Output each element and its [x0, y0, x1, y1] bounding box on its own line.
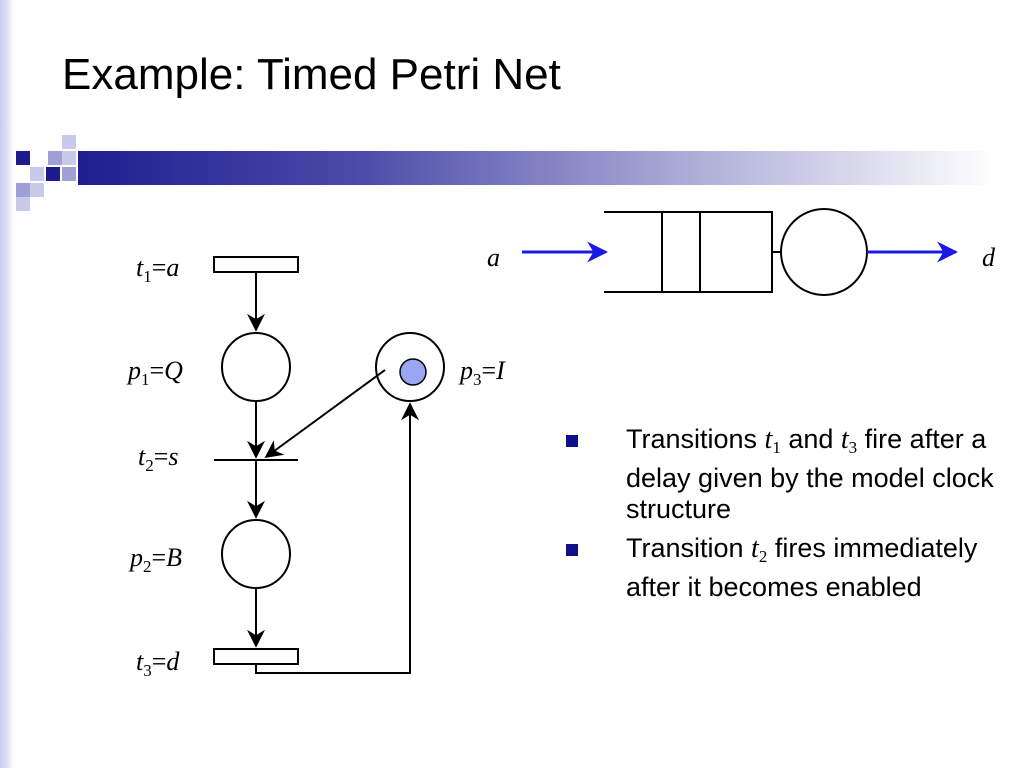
arrival-label: a [487, 243, 500, 272]
decor-square [16, 197, 30, 211]
left-accent-bar [0, 0, 14, 768]
transition-t3 [213, 648, 299, 665]
label-t1: t1=a [136, 253, 179, 286]
label-p1: p1=Q [126, 356, 183, 389]
bullet-item: Transition t2 fires immediately after it… [566, 533, 1018, 603]
departure-label: d [982, 243, 996, 272]
place-p1 [221, 332, 291, 402]
label-p2: p2=B [128, 543, 182, 576]
transition-t1 [213, 256, 299, 273]
decor-square [16, 183, 30, 197]
decor-square [62, 151, 76, 165]
place-p2 [221, 519, 291, 589]
bullet-list: Transitions t1 and t3 fire after a delay… [566, 424, 1018, 611]
decor-square [46, 167, 60, 181]
decor-square [30, 167, 44, 181]
bullet-text: Transitions t1 and t3 fire after a delay… [626, 424, 994, 524]
queue-server [780, 208, 868, 296]
label-t2: t2=s [138, 442, 179, 475]
queue-buffer [604, 211, 773, 293]
bullet-text: Transition t2 fires immediately after it… [626, 533, 978, 602]
decor-square [62, 167, 76, 181]
bullet-square-icon [566, 544, 578, 556]
decor-square [48, 151, 62, 165]
arc-p3-t2 [264, 369, 386, 459]
bullet-item: Transitions t1 and t3 fire after a delay… [566, 424, 1018, 525]
decor-square [16, 151, 30, 165]
arc-t3-p3 [255, 402, 419, 674]
token [399, 358, 427, 386]
label-t3: t3=d [136, 647, 180, 680]
decor-square [62, 135, 76, 149]
slide-title: Example: Timed Petri Net [62, 50, 561, 99]
bullet-square-icon [566, 435, 578, 447]
title-underline-bar [78, 151, 998, 185]
decor-square [30, 183, 44, 197]
label-p3: p3=I [458, 356, 506, 389]
